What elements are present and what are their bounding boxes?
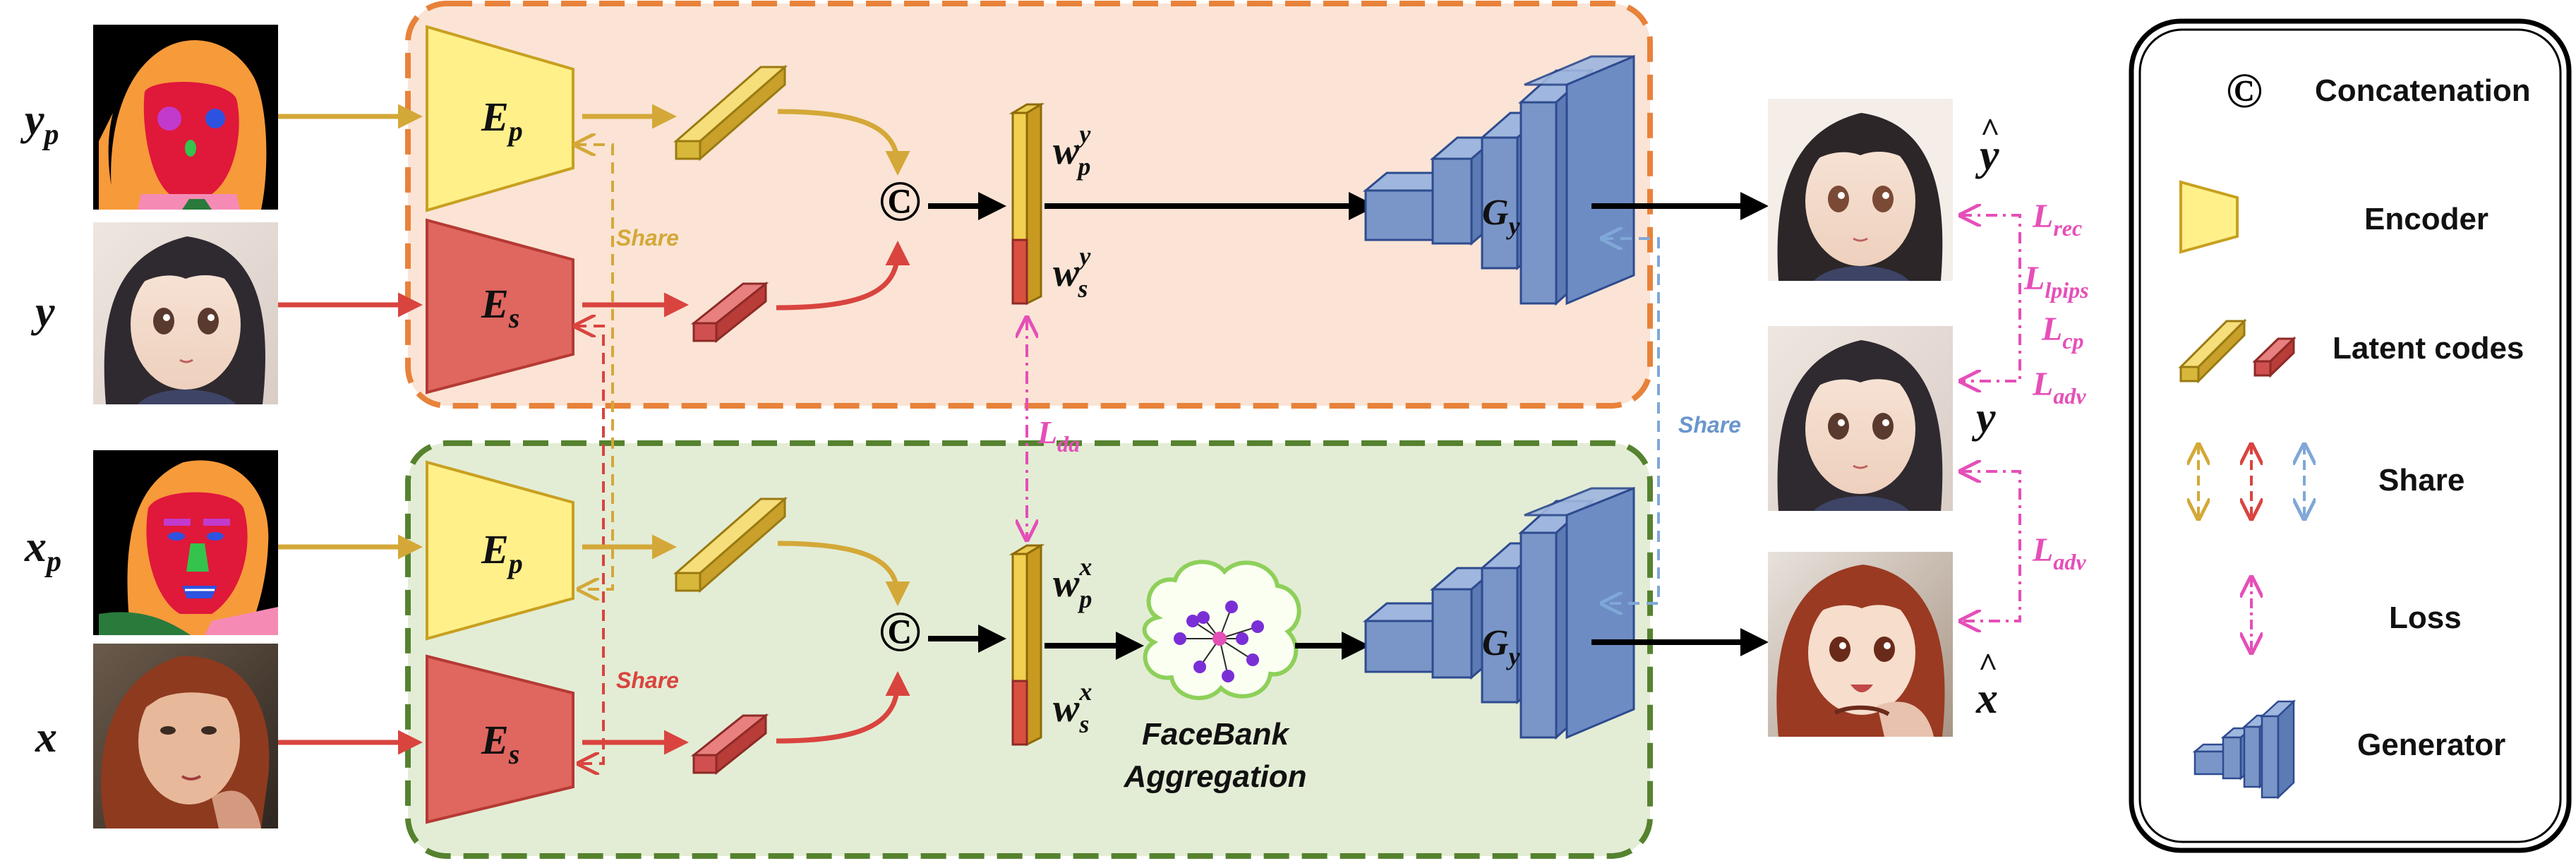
image-xp-parsing-map [93, 450, 278, 635]
encoder-bottom-pose: Ep [426, 460, 574, 641]
loss-label-cp: Lcp [2041, 311, 2084, 354]
legend-concat-symbol: © [2226, 64, 2263, 119]
legend-box-inner [2138, 28, 2562, 843]
svg-text:Ep: Ep [481, 94, 523, 147]
svg-text:^: ^ [1978, 646, 1998, 684]
image-x-photo [93, 644, 278, 828]
loss-label-lpips: Llpips [2023, 260, 2089, 303]
loss-connector-top [1961, 215, 2021, 381]
arrow-latent-bottom-style-to-concat [776, 671, 910, 744]
svg-text:Loss: Loss [2389, 601, 2462, 635]
concat-latent-top [1009, 102, 1045, 306]
generator-bottom-label: Gy [1482, 623, 1521, 670]
svg-text:Es: Es [481, 717, 519, 770]
label-x-input: x [35, 713, 57, 761]
svg-text:^: ^ [1980, 111, 2000, 149]
svg-text:Encoder: Encoder [2364, 202, 2488, 236]
legend-box [2129, 18, 2572, 853]
svg-text:Latent codes: Latent codes [2333, 331, 2524, 366]
legend-latent-codes: Latent codes [2178, 318, 2524, 384]
latent-block-top-style [690, 281, 769, 344]
svg-text:Es: Es [481, 281, 519, 334]
concat-symbol-top: © [878, 169, 921, 233]
image-y-anime [93, 222, 278, 404]
label-y-p: yp [20, 96, 59, 151]
facebank-label-line1: FaceBank [1142, 717, 1290, 752]
arrow-latent-top-pose-to-concat [777, 109, 910, 176]
facebank-label-line2: Aggregation [1123, 759, 1306, 794]
loss-label-adv-bottom: Ladv [2032, 531, 2086, 574]
encoder-top-pose: Ep [426, 25, 574, 212]
generator-top-label: Gy [1482, 193, 1521, 240]
legend-generator [2192, 699, 2297, 800]
label-y-hat: y ^ [1975, 111, 2000, 179]
latent-block-bottom-pose [673, 496, 788, 593]
label-y-input: y [30, 288, 55, 336]
svg-text:Share: Share [2378, 463, 2464, 498]
facebank-cloud [1142, 560, 1301, 701]
legend-loss: Loss [2251, 577, 2462, 653]
legend-concat-label: Concatenation [2315, 73, 2531, 108]
encoder-top-style: Es [426, 218, 574, 394]
concat-symbol-bottom: © [878, 599, 921, 663]
latent-block-bottom-style [690, 713, 769, 776]
share-label-red: Share [616, 668, 679, 693]
image-yp-parsing-map [93, 25, 278, 210]
legend-generator-label: Generator [2357, 728, 2505, 762]
image-y-hat-output [1768, 99, 1953, 281]
loss-label-adv-top: Ladv [2032, 366, 2086, 409]
arrow-latent-top-style-to-concat [776, 241, 910, 311]
legend-encoder: Encoder [2179, 180, 2488, 254]
svg-text:Share: Share [1678, 412, 1741, 438]
latent-block-top-pose [673, 64, 788, 162]
share-label-gold: Share [616, 225, 679, 251]
legend-share: Share [2198, 445, 2464, 519]
encoder-bottom-style: Es [426, 654, 574, 824]
image-x-hat-output [1768, 552, 1953, 737]
label-x-p: xp [24, 523, 61, 578]
concat-latent-bottom [1009, 543, 1045, 747]
loss-connector-bottom [1961, 471, 2021, 621]
loss-label-rec: Lrec [2032, 198, 2082, 241]
loss-label-da: Lda [1037, 414, 1080, 457]
legend-concatenation: © Concatenation [2226, 64, 2531, 119]
label-x-hat: x ^ [1975, 646, 1998, 723]
arrow-latent-bottom-pose-to-concat [777, 541, 910, 606]
svg-text:x: x [1975, 675, 1998, 723]
svg-text:Ep: Ep [481, 526, 523, 579]
label-y-output: y [1971, 394, 1996, 442]
image-y-target [1768, 326, 1953, 511]
share-connector-generator: Share [1602, 239, 1741, 603]
